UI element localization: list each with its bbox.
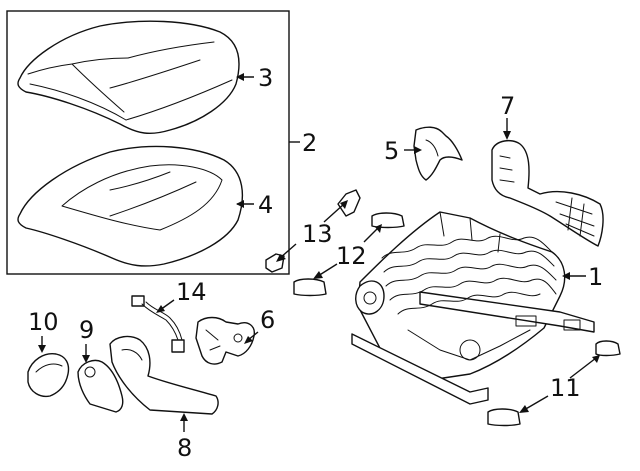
callout-2: 2 bbox=[302, 129, 317, 157]
part-1-seat-frame bbox=[351, 211, 595, 405]
part-7-side-shield bbox=[491, 139, 604, 247]
callout-11: 11 bbox=[550, 374, 581, 402]
callout-6: 6 bbox=[260, 306, 275, 334]
callout-13: 13 bbox=[302, 220, 333, 248]
callout-4: 4 bbox=[258, 191, 273, 219]
callout-9: 9 bbox=[79, 316, 94, 344]
cushion-group-box bbox=[6, 10, 300, 275]
callout-12: 12 bbox=[336, 242, 367, 270]
part-6-recliner-bracket bbox=[195, 316, 255, 365]
callout-8: 8 bbox=[177, 434, 192, 462]
part-5-bracket bbox=[413, 126, 463, 181]
callout-14: 14 bbox=[176, 278, 207, 306]
callout-5: 5 bbox=[384, 137, 399, 165]
callout-labels: 1 2 3 4 5 6 7 8 9 10 11 12 13 14 bbox=[28, 64, 603, 462]
part-9-knob-base bbox=[77, 359, 124, 413]
part-11-foot-cover bbox=[487, 340, 621, 427]
part-8-side-trim bbox=[109, 335, 219, 415]
callout-7: 7 bbox=[500, 92, 515, 120]
part-3-cushion-cover bbox=[17, 20, 240, 135]
part-10-knob bbox=[27, 353, 70, 398]
part-13-clip bbox=[265, 189, 361, 273]
part-4-cushion-pad bbox=[17, 145, 244, 267]
part-14-wire-harness bbox=[131, 295, 185, 353]
callout-3: 3 bbox=[258, 64, 273, 92]
callout-10: 10 bbox=[28, 308, 59, 336]
callout-1: 1 bbox=[588, 263, 603, 291]
leader-lines bbox=[38, 73, 600, 432]
